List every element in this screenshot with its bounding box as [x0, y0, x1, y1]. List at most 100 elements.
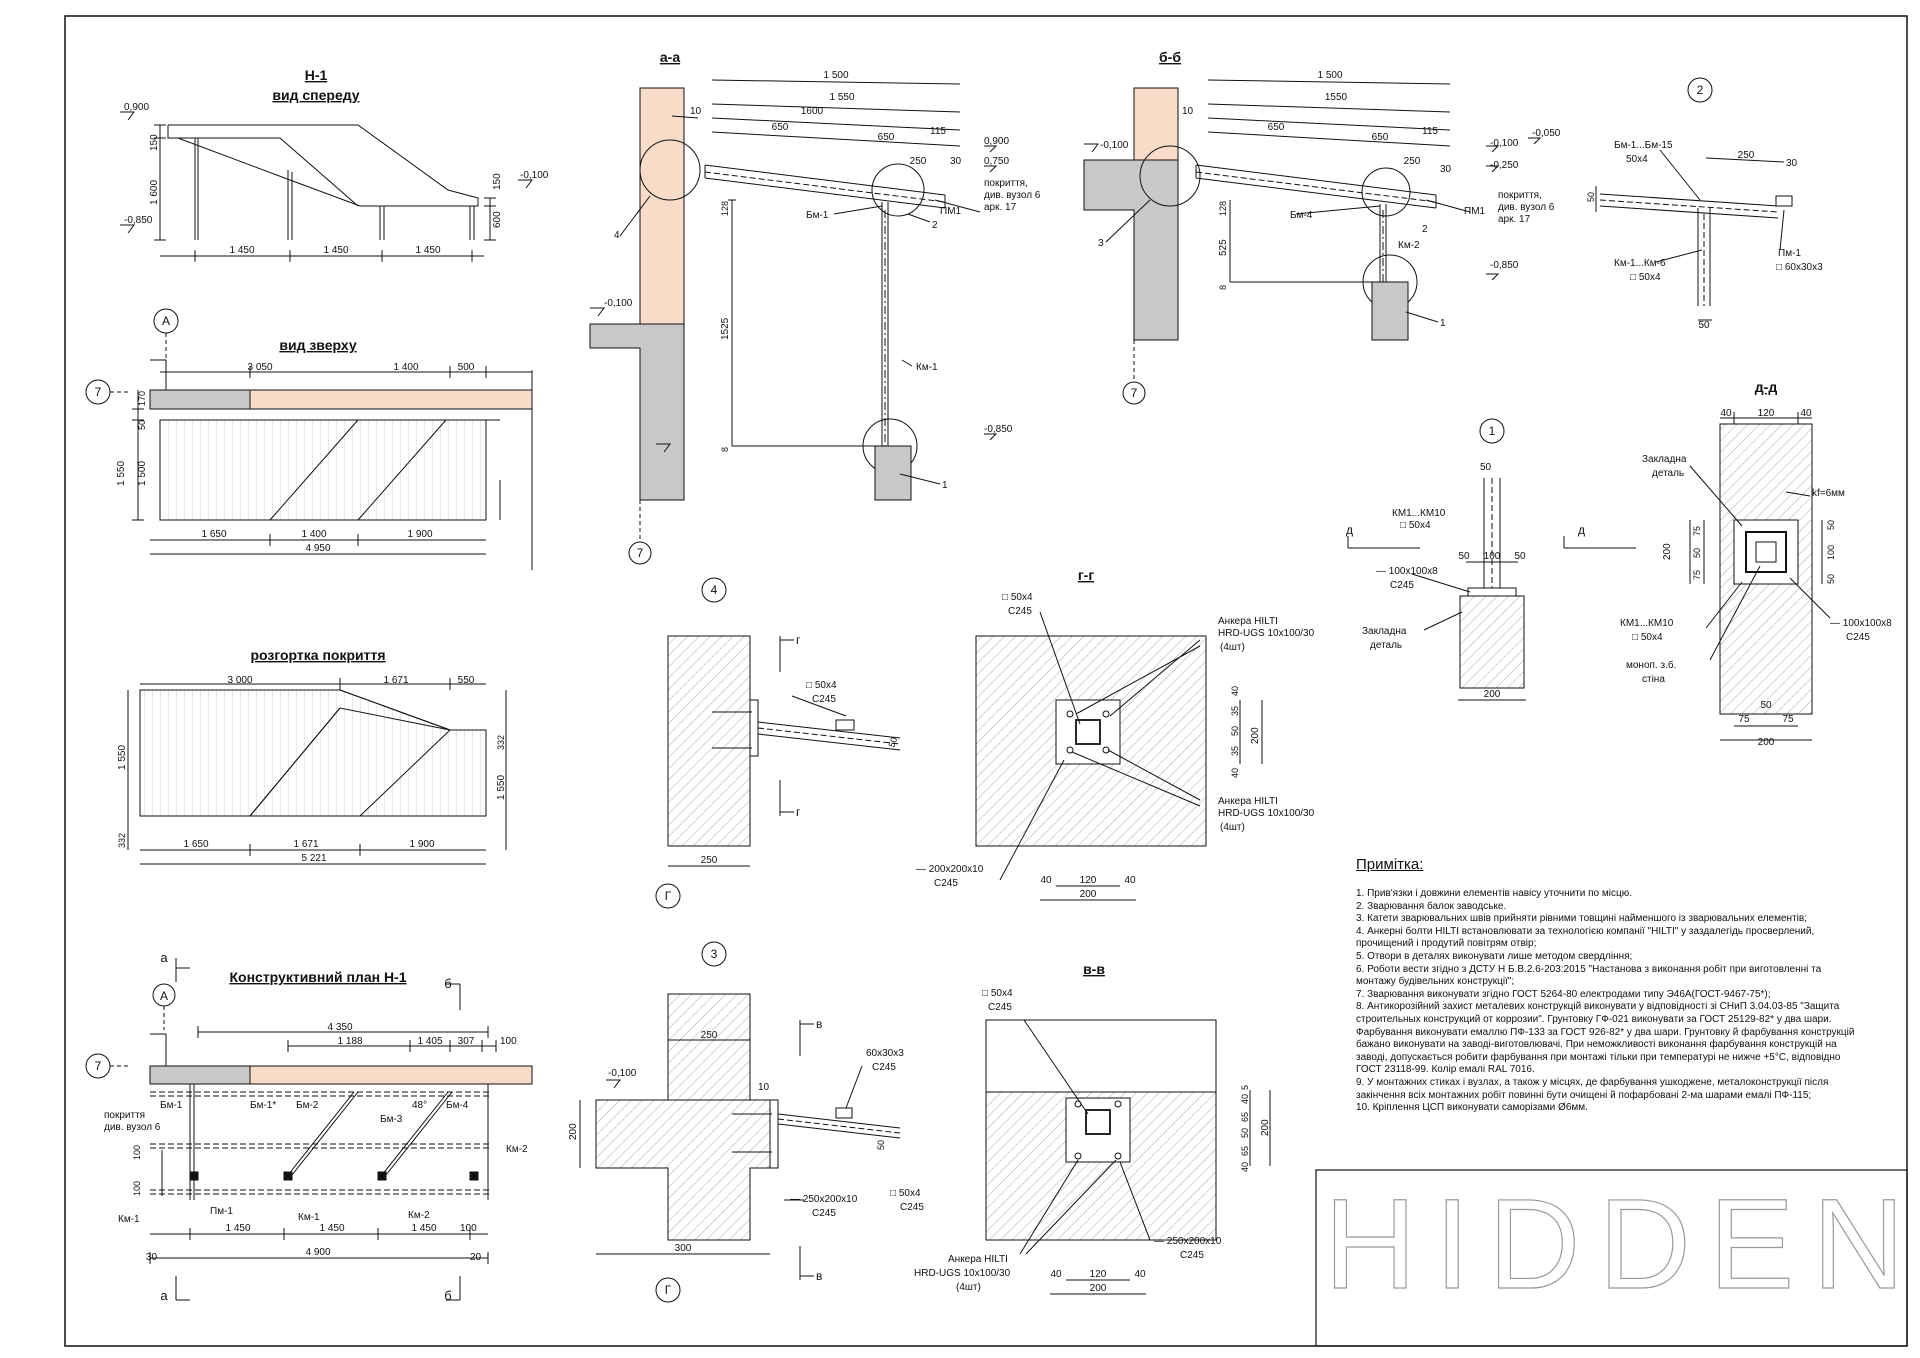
title-section-vv: в-в [1083, 961, 1105, 977]
node3-cut-top: в [816, 1017, 822, 1031]
dd-dim-40a: 40 [1720, 408, 1732, 419]
bb-callout-2: 2 [1422, 224, 1428, 235]
note-item: 10. Кріплення ЦСП виконувати саморізами … [1356, 1102, 1588, 1114]
plan-label-km2: Км-2 [408, 1210, 430, 1221]
plan-cut-a-top: а [160, 950, 168, 965]
node3-cut-bottom: в [816, 1269, 822, 1283]
node2-dim-50b: 50 [1698, 320, 1710, 331]
vv-dim-65a: 65 [1240, 1112, 1250, 1122]
gg-dim-40c: 40 [1040, 875, 1052, 886]
gg-dim-120: 120 [1080, 875, 1097, 886]
node1-plate-steel: С245 [1390, 580, 1414, 591]
front-dim-1450b: 1 450 [323, 245, 348, 256]
dd-dim-75d: 75 [1782, 714, 1794, 725]
bb-level-0850: -0,850 [1490, 260, 1519, 271]
unfold-dim-1550r: 1 550 [496, 775, 507, 800]
aa-dim-1500: 1 500 [823, 70, 848, 81]
node-2 [1595, 77, 1793, 321]
aa-dim-650b: 650 [878, 132, 895, 143]
bb-dim-250: 250 [1404, 156, 1421, 167]
node-4 [655, 577, 901, 909]
note-item: 5. Отвори в деталях виконувати лише мето… [1356, 950, 1633, 962]
top-dim-500: 500 [458, 362, 475, 373]
top-dim-50: 50 [137, 420, 147, 430]
node1-column: КМ1...КМ10 [1392, 508, 1446, 519]
node1-embed-1: Закладна [1362, 626, 1407, 637]
aa-level-0100: -0,100 [604, 298, 633, 309]
dd-dim-200b: 200 [1758, 737, 1775, 748]
section-bb [1083, 79, 1542, 405]
aa-level-0850: -0,850 [984, 424, 1013, 435]
aa-dim-115: 115 [930, 126, 946, 137]
dd-plate-steel: С245 [1846, 632, 1870, 643]
node3-dim-200: 200 [568, 1123, 579, 1140]
unfold-dim-332r: 332 [496, 735, 506, 750]
title-section-aa: а-а [660, 49, 680, 65]
bb-label-pm1: ПМ1 [1464, 206, 1486, 217]
vv-dim-200b: 200 [1090, 1283, 1107, 1294]
gg-plate-steel: С245 [934, 878, 958, 889]
node4-dim-250: 250 [701, 855, 718, 866]
bb-level-0050: -0,050 [1532, 128, 1561, 139]
notes-list: 1. Прив'язки і довжини елементів навісу … [1356, 888, 1856, 1115]
top-dim-1500: 1 500 [137, 461, 148, 486]
node2-profile: Пм-1 [1778, 248, 1801, 259]
note-item: 7. Зварювання виконувати згідно ГОСТ 526… [1356, 988, 1771, 1000]
bb-level-0100: -0,100 [1100, 140, 1129, 151]
bb-dim-1500: 1 500 [1317, 70, 1342, 81]
note-item: 9. У монтажних стиках і вузлах, а також … [1356, 1076, 1829, 1101]
node2-column: Км-1...Км-6 [1614, 258, 1666, 269]
unfold-dim-1671b: 1 671 [293, 839, 318, 850]
plan-label-bm1: Бм-1 [160, 1100, 183, 1111]
plan-dim-1450c: 1 450 [411, 1223, 436, 1234]
aa-cover-1: покриття, [984, 178, 1028, 189]
dd-weld: kf=6мм [1812, 488, 1845, 499]
title-section-dd: д-д [1755, 379, 1778, 395]
front-level-0100: -0,100 [520, 170, 549, 181]
dd-wall-1: моноп. з.б. [1626, 659, 1676, 671]
gg-dim-40a: 40 [1230, 686, 1240, 696]
node4-cut-top: г [796, 633, 801, 647]
node2-beam: Бм-1...Бм-15 [1614, 140, 1673, 151]
unfold-dim-1650: 1 650 [183, 839, 208, 850]
top-axis-7: 7 [95, 385, 102, 399]
plan-dim-100b: 100 [132, 1181, 142, 1196]
dd-plate: — 100х100х8 [1830, 618, 1892, 629]
node1-dim-50b: 50 [1514, 551, 1526, 562]
front-level-0850: -0,850 [124, 215, 153, 226]
gg-anchor-3: (4шт) [1220, 642, 1245, 653]
bb-dim-128: 128 [1218, 201, 1228, 216]
vv-anchor-1: Анкера HILTI [948, 1254, 1008, 1265]
dd-wall-2: стіна [1642, 674, 1665, 685]
unfold-dim-1550l: 1 550 [117, 745, 128, 770]
dd-dim-50rb: 50 [1826, 574, 1836, 584]
plan-dim-4900: 4 900 [305, 1247, 330, 1258]
node1-cut-right: д [1578, 523, 1585, 537]
node2-profile-size: □ 60х30х3 [1776, 262, 1823, 273]
node3-dim-10: 10 [758, 1082, 770, 1093]
dd-embed-1: Закладна [1642, 454, 1687, 465]
aa-cover-3: арк. 17 [984, 202, 1017, 213]
plan-cut-a-bottom: а [160, 1288, 168, 1303]
title-top-view: вид зверху [279, 337, 356, 353]
node1-dim-50: 50 [1480, 462, 1492, 473]
gg-anchor-2b: HRD-UGS 10х100/30 [1218, 808, 1315, 819]
plan-label-cover-ref: див. вузол 6 [104, 1122, 161, 1133]
vv-anchor-2: HRD-UGS 10х100/30 [914, 1268, 1011, 1279]
gg-dim-50: 50 [1230, 726, 1240, 736]
plan-dim-100c: 100 [460, 1223, 477, 1234]
gg-anchor-1: Анкера HILTI [1218, 616, 1278, 627]
plan-dim-1188: 1 188 [337, 1036, 362, 1047]
note-item: 8. Антикорозійний захист металевих конст… [1356, 1001, 1855, 1076]
vv-dim-40d: 40 [1134, 1269, 1146, 1280]
bb-dim-650a: 650 [1268, 122, 1285, 133]
dd-dim-120: 120 [1758, 408, 1775, 419]
top-dim-1550: 1 550 [116, 461, 127, 486]
aa-label-bm1: Бм-1 [806, 210, 829, 221]
dd-dim-40b: 40 [1800, 408, 1812, 419]
dd-dim-50c: 50 [1760, 700, 1772, 711]
gg-profile-steel: С245 [1008, 606, 1032, 617]
gg-dim-200: 200 [1250, 727, 1261, 744]
vv-dim-40a: 40 [1240, 1094, 1250, 1104]
